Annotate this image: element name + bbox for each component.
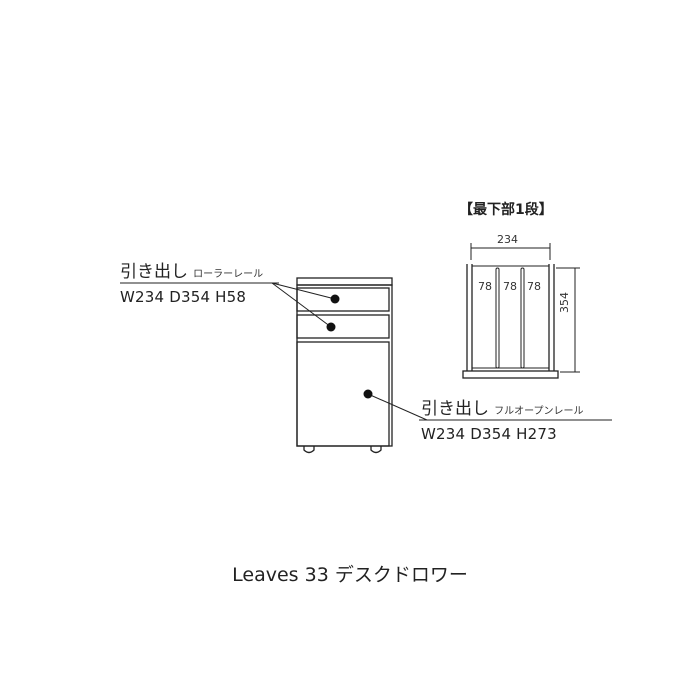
leader-lines — [120, 282, 612, 421]
fullopen-drawer-label: 引き出し — [421, 399, 489, 419]
width-dimension-label: 234 — [497, 233, 518, 246]
cabinet-top-panel — [296, 277, 393, 286]
roller-drawer-label: 引き出し — [120, 262, 188, 282]
caster-right — [370, 446, 382, 454]
leader-dots — [326, 294, 373, 399]
roller-drawer-spec: W234 D354 H58 — [120, 288, 247, 306]
fullopen-rail-type: フルオープンレール — [494, 406, 584, 417]
box-base-plate — [462, 370, 559, 379]
leader-to-drawer-1 — [271, 282, 336, 300]
divider-width-3: 78 — [527, 280, 541, 293]
divider-1 — [495, 267, 500, 369]
drawer-3-front — [296, 341, 390, 447]
cabinet-front-view — [296, 277, 393, 454]
dot-drawer-1 — [330, 294, 340, 304]
leader-to-drawer-2 — [271, 282, 332, 328]
dot-drawer-3 — [363, 389, 373, 399]
depth-dimension-label: 354 — [558, 292, 571, 313]
roller-rail-type: ローラーレール — [193, 269, 264, 280]
cabinet-body-outline — [296, 284, 393, 447]
divider-2 — [520, 267, 525, 369]
dot-drawer-2 — [326, 322, 336, 332]
bottom-drawer-top-view — [462, 243, 580, 379]
drawer-1-front — [296, 287, 390, 312]
divider-width-2: 78 — [503, 280, 517, 293]
divider-width-1: 78 — [478, 280, 492, 293]
leader-to-drawer-3 — [367, 393, 428, 421]
caster-left — [303, 446, 315, 454]
fullopen-drawer-spec: W234 D354 H273 — [421, 425, 557, 443]
roller-drawer-callout: 引き出し ローラーレール — [120, 264, 263, 281]
product-caption: Leaves 33 デスクドロワー — [232, 564, 468, 586]
drawer-2-front — [296, 314, 390, 339]
fullopen-drawer-callout: 引き出し フルオープンレール — [421, 401, 584, 418]
section-label: 【最下部1段】 — [459, 202, 553, 218]
